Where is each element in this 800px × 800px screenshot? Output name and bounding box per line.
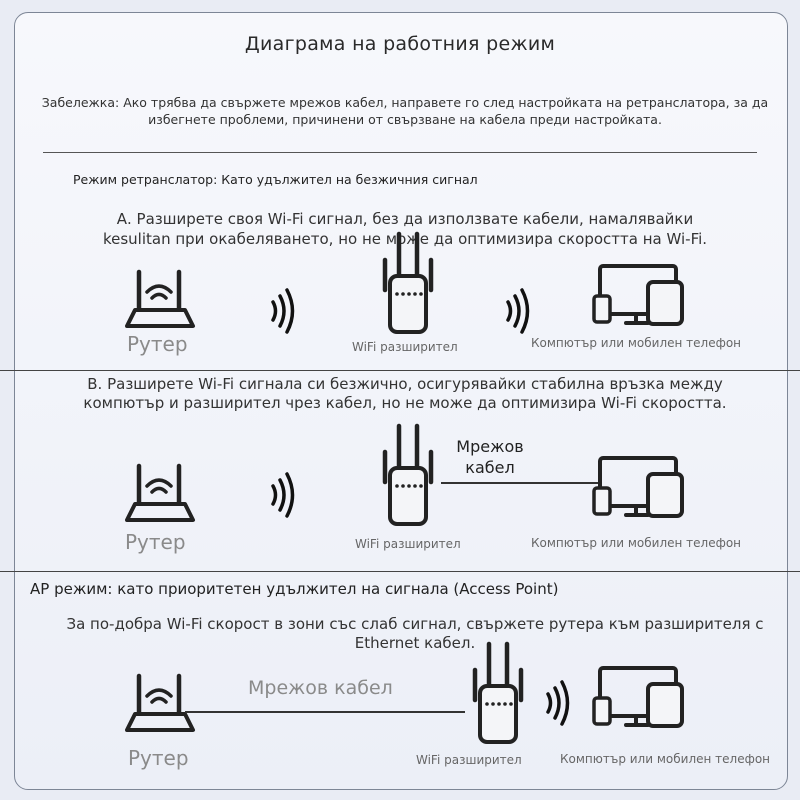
router-label: Рутер: [125, 530, 186, 554]
extender-label: WiFi разширител: [355, 537, 461, 551]
router-label: Рутер: [127, 332, 188, 356]
section-a-description-line1: А. Разширете своя Wi-Fi сигнал, без да и…: [116, 210, 694, 228]
extender-label: WiFi разширител: [352, 340, 458, 354]
network-cable-label: Мрежов кабел: [450, 436, 530, 478]
network-cable-label-line1: Мрежов: [456, 437, 524, 456]
network-cable-line: [185, 711, 465, 713]
devices-label: Компютър или мобилен телефон: [531, 536, 742, 550]
divider: [0, 370, 800, 371]
network-cable-label: Мрежов кабел: [248, 677, 393, 699]
wifi-extender-icon: [382, 231, 434, 334]
devices-label: Компютър или мобилен телефон: [531, 336, 742, 350]
devices-label: Компютър или мобилен телефон: [560, 752, 771, 766]
section-b-description-line1: B. Разширете Wi-Fi сигнала си безжично, …: [87, 375, 723, 393]
wifi-extender-icon: [472, 641, 524, 744]
setup-note: Забележка: Ако трябва да свържете мрежов…: [41, 95, 769, 127]
monitor-phone-tablet-icon: [592, 666, 684, 728]
router-icon: [125, 673, 195, 732]
repeater-mode-label: Режим ретранслатор: Като удължител на бе…: [73, 172, 478, 187]
wifi-waves-icon: [546, 680, 570, 726]
page-title: Диаграма на работния режим: [244, 33, 556, 55]
section-b-description-line2: компютър и разширител чрез кабел, но не …: [83, 394, 727, 412]
divider: [0, 571, 800, 572]
section-ap-description-line2: Ethernet кабел.: [354, 634, 476, 652]
wifi-extender-icon: [382, 423, 434, 526]
divider: [43, 152, 757, 153]
ap-mode-label: AP режим: като приоритетен удължител на …: [30, 580, 559, 598]
network-cable-line: [441, 482, 601, 484]
section-ap-description-line1: За по-добра Wi-Fi скорост в зони със сла…: [66, 615, 764, 633]
router-icon: [125, 269, 195, 328]
monitor-phone-tablet-icon: [592, 264, 684, 326]
section-a-description-line2: kesulitan при окабеляването, но не може …: [102, 230, 708, 248]
diagram-frame: [14, 12, 788, 790]
network-cable-label-line2: кабел: [465, 458, 515, 477]
monitor-phone-tablet-icon: [592, 456, 684, 518]
wifi-waves-icon: [271, 472, 295, 518]
router-icon: [125, 463, 195, 522]
router-label: Рутер: [128, 746, 189, 770]
extender-label: WiFi разширител: [416, 753, 522, 767]
wifi-waves-icon: [271, 288, 295, 334]
wifi-waves-icon: [506, 288, 530, 334]
